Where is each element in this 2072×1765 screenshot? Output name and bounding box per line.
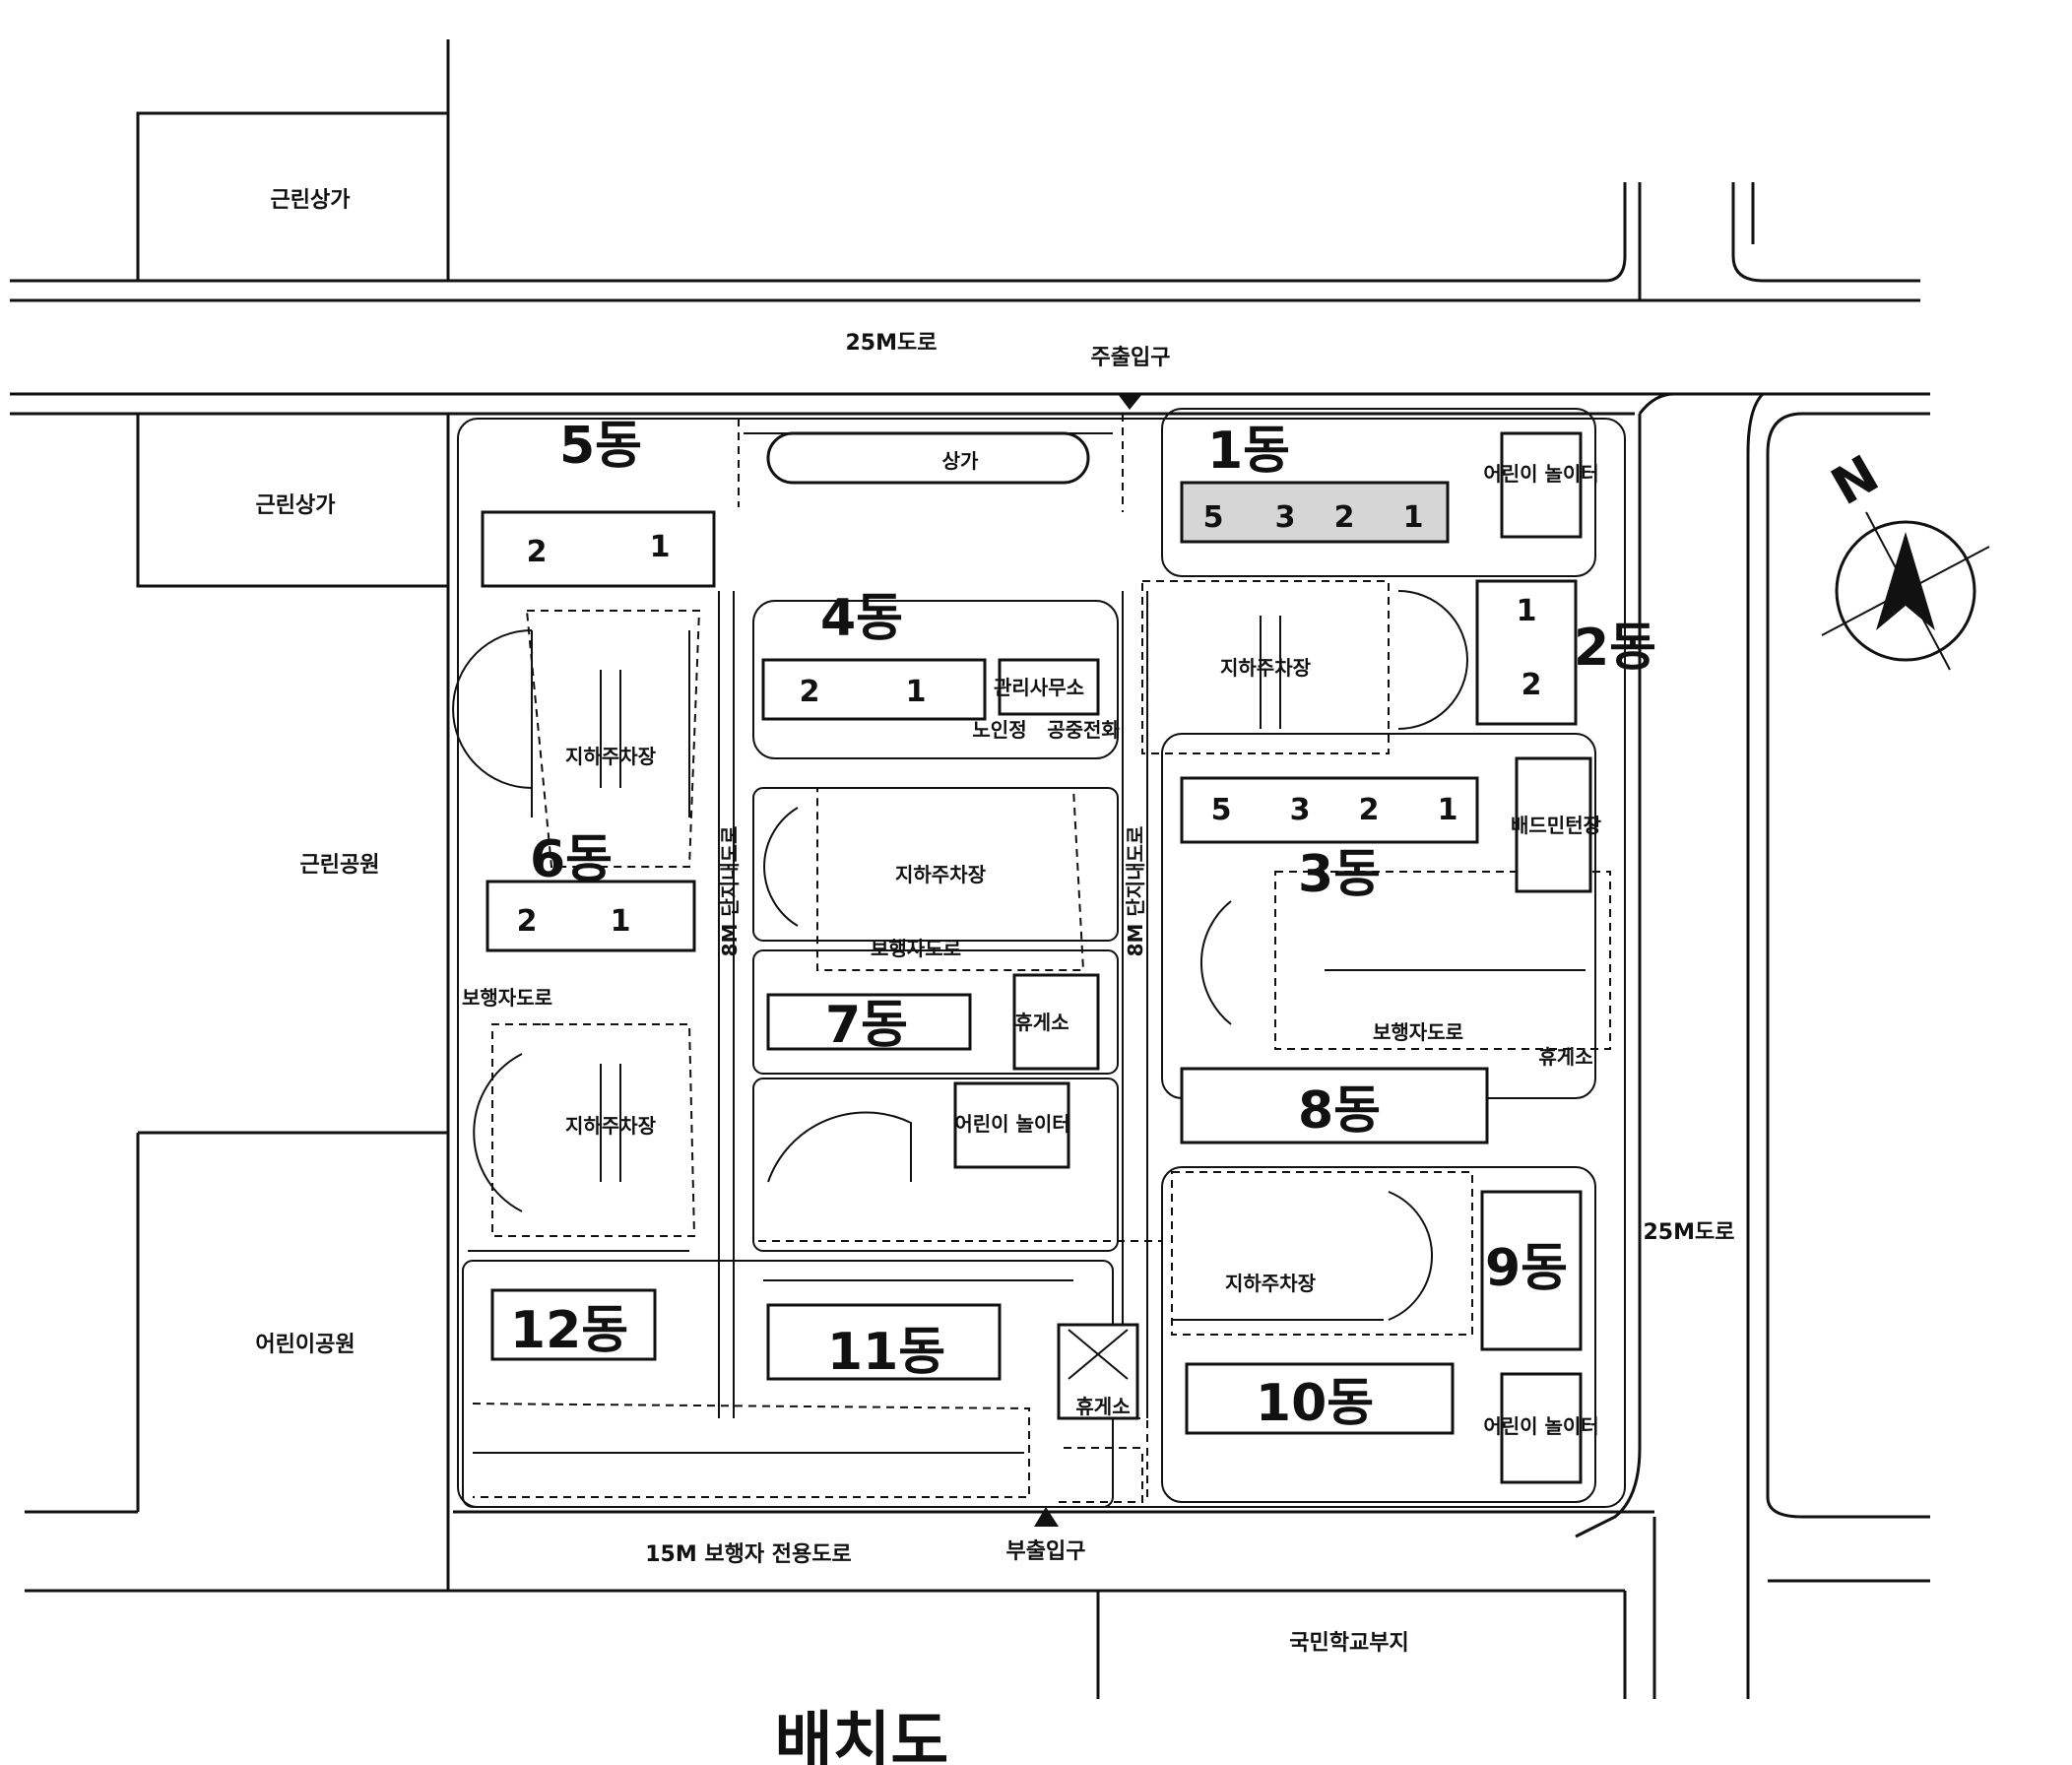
shop-label: 상가 <box>942 449 979 473</box>
building-11-label: 11동 <box>827 1323 945 1382</box>
building-3-unit-2: 2 <box>1359 793 1380 827</box>
south-road-label: 15M 보행자 전용도로 <box>645 1542 852 1567</box>
inner-road-east-label: 8M 단지내도로 <box>1124 826 1147 957</box>
ramps <box>452 590 1468 1321</box>
school-site-label: 국민학교부지 <box>1289 1631 1408 1656</box>
building-3-label: 3동 <box>1298 845 1381 904</box>
building-6-unit-2: 2 <box>517 904 538 939</box>
building-names: 1동 2동 3동 4동 5동 6동 7동 8동 9동 10동 11동 12동 <box>510 417 1656 1433</box>
inner-road-west-label: 8M 단지내도로 <box>718 826 742 957</box>
building-8-label: 8동 <box>1298 1081 1381 1141</box>
parking-label-2: 지하주차장 <box>895 863 987 886</box>
footpath-label-1: 보행자도로 <box>871 937 961 960</box>
building-1-block <box>1180 481 1450 544</box>
building-10-label: 10동 <box>1256 1374 1374 1433</box>
shop-block <box>766 431 1090 485</box>
building-12-block <box>490 1288 657 1361</box>
park-label: 근린공원 <box>300 853 380 878</box>
building-10-block <box>1185 1362 1455 1435</box>
building-6-label: 6동 <box>530 830 613 889</box>
building-1-unit-3: 3 <box>1275 500 1296 535</box>
building-12-label: 12동 <box>510 1301 628 1360</box>
playground-label-3: 어린이 놀이터 <box>1483 1414 1598 1438</box>
north-road-label: 25M도로 <box>846 331 938 356</box>
building-8-block <box>1180 1067 1489 1144</box>
building-4-label: 4동 <box>820 589 903 648</box>
buildings <box>481 431 1592 1484</box>
footpath-label-3: 보행자도로 <box>1373 1020 1463 1044</box>
building-5-unit-1: 1 <box>650 530 671 564</box>
compass: N <box>1821 444 1990 671</box>
building-6-block <box>486 880 696 952</box>
badminton-block <box>1515 756 1592 893</box>
playground-block-3 <box>1500 1372 1583 1484</box>
building-9-label: 9동 <box>1485 1239 1568 1298</box>
building-3-unit-1: 1 <box>1438 793 1458 827</box>
building-2-unit-2: 2 <box>1522 668 1542 702</box>
building-7-block <box>766 993 972 1051</box>
building-6-unit-1: 1 <box>611 904 631 939</box>
rest-block-1 <box>1012 973 1100 1071</box>
building-9-block <box>1480 1190 1583 1351</box>
facility-labels: 상가 관리사무소 노인정 공중전화 어린이 놀이터 어린이 놀이터 어린이 놀이… <box>462 449 1602 1438</box>
parking-label-3: 지하주차장 <box>1220 656 1312 680</box>
parking-stalls <box>468 616 1586 1454</box>
building-7-label: 7동 <box>825 996 908 1055</box>
main-entrance-marker <box>1118 394 1142 410</box>
main-entrance-label: 주출입구 <box>1091 346 1171 370</box>
building-3-block <box>1180 776 1479 844</box>
parking-label-1: 지하주차장 <box>565 745 657 768</box>
parking-label-4: 지하주차장 <box>565 1114 657 1138</box>
senior-center-label: 노인정 <box>972 718 1026 742</box>
building-11-block <box>766 1303 1002 1381</box>
building-2-unit-1: 1 <box>1517 594 1537 628</box>
playground-label-1: 어린이 놀이터 <box>1483 462 1598 486</box>
surrounding-parcels <box>25 39 450 1591</box>
playground-block-1 <box>1500 431 1583 539</box>
building-1-unit-1: 1 <box>1403 500 1424 535</box>
commercial-mid-label: 근린상가 <box>256 493 336 518</box>
playground-label-2: 어린이 놀이터 <box>954 1112 1069 1136</box>
footpath-label-2: 보행자도로 <box>462 986 552 1010</box>
building-3-unit-3: 3 <box>1290 793 1311 827</box>
road-network <box>10 182 1930 1699</box>
parking-label-5: 지하주차장 <box>1225 1272 1317 1295</box>
badminton-label: 배드민턴장 <box>1511 814 1602 837</box>
building-1-unit-5: 5 <box>1203 500 1224 535</box>
building-5-label: 5동 <box>559 417 642 476</box>
public-phone-label: 공중전화 <box>1047 718 1120 742</box>
dashed-paths <box>472 414 1611 1503</box>
building-1-label: 1동 <box>1207 422 1290 481</box>
compass-north-label: N <box>1822 444 1889 517</box>
building-4-unit-1: 1 <box>906 675 927 709</box>
site-blocks <box>457 408 1626 1508</box>
office-block <box>998 658 1100 716</box>
kids-park-label: 어린이공원 <box>255 1333 355 1357</box>
building-4-block <box>761 658 987 721</box>
rest-area-label-1: 휴게소 <box>1014 1011 1068 1034</box>
sub-entrance-label: 부출입구 <box>1006 1539 1086 1564</box>
building-1-unit-2: 2 <box>1334 500 1355 535</box>
building-3-unit-5: 5 <box>1211 793 1232 827</box>
east-road-label: 25M도로 <box>1644 1220 1735 1245</box>
office-label: 관리사무소 <box>994 676 1084 699</box>
road-labels: 25M도로 25M도로 15M 보행자 전용도로 8M 단지내도로 8M 단지내… <box>255 188 1734 1656</box>
building-5-block <box>481 510 716 588</box>
sub-entrance-marker <box>1034 1507 1059 1527</box>
commercial-top-label: 근린상가 <box>271 188 351 213</box>
rest-area-label-2: 휴게소 <box>1538 1045 1592 1069</box>
building-2-block <box>1475 579 1578 726</box>
page-title: 배치도 <box>775 1706 949 1765</box>
building-4-unit-2: 2 <box>800 675 820 709</box>
playground-label-1-text: 어린이 놀이터 <box>1483 462 1598 486</box>
building-2-label: 2동 <box>1574 619 1656 678</box>
playground-block-2 <box>953 1081 1070 1169</box>
rest-area-label-3: 휴게소 <box>1075 1395 1130 1418</box>
building-5-unit-2: 2 <box>527 535 548 569</box>
unit-numbers: 5 3 2 1 1 2 5 3 2 1 2 1 2 1 2 1 <box>517 500 1542 939</box>
rest-block-2 <box>1057 1323 1139 1420</box>
